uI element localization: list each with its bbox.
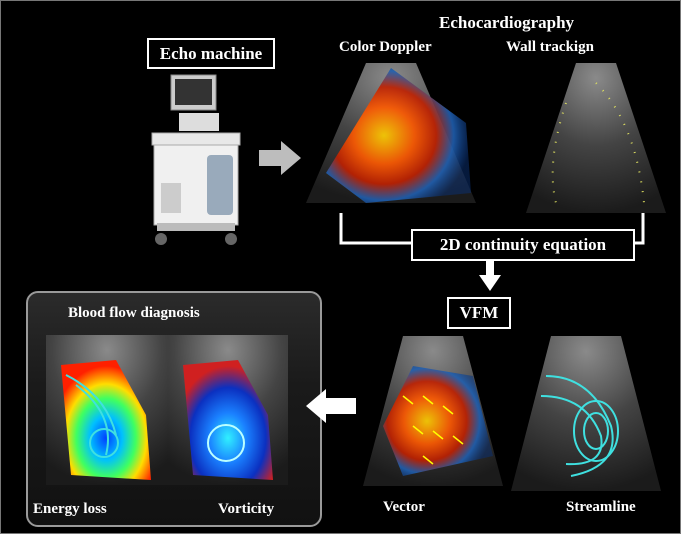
vfm-box: VFM <box>447 297 511 329</box>
echo-machine-label: Echo machine <box>147 38 275 69</box>
continuity-equation-box: 2D continuity equation <box>411 229 635 261</box>
vector-label: Vector <box>383 499 425 515</box>
right-arrow-icon <box>259 141 301 175</box>
vorticity-image <box>168 335 288 485</box>
echocardiography-title: Echocardiography <box>439 13 575 32</box>
left-arrow-icon <box>306 389 356 423</box>
blood-flow-diagnosis-panel: Blood flow diagnosis Energy loss Vortici… <box>26 291 322 527</box>
energy-loss-image <box>46 335 168 485</box>
vorticity-label: Vorticity <box>218 501 275 517</box>
wall-tracking-label: Wall trackign <box>506 39 594 55</box>
energy-loss-label: Energy loss <box>33 501 107 517</box>
color-doppler-image <box>306 63 476 203</box>
wall-tracking-image <box>526 63 666 213</box>
color-doppler-label: Color Doppler <box>339 39 432 55</box>
vector-image <box>363 336 503 486</box>
down-arrow-icon <box>479 261 501 291</box>
streamline-image <box>511 336 661 491</box>
streamline-label: Streamline <box>566 499 636 515</box>
diagnosis-title: Blood flow diagnosis <box>68 305 200 321</box>
echo-machine-image <box>151 74 241 245</box>
